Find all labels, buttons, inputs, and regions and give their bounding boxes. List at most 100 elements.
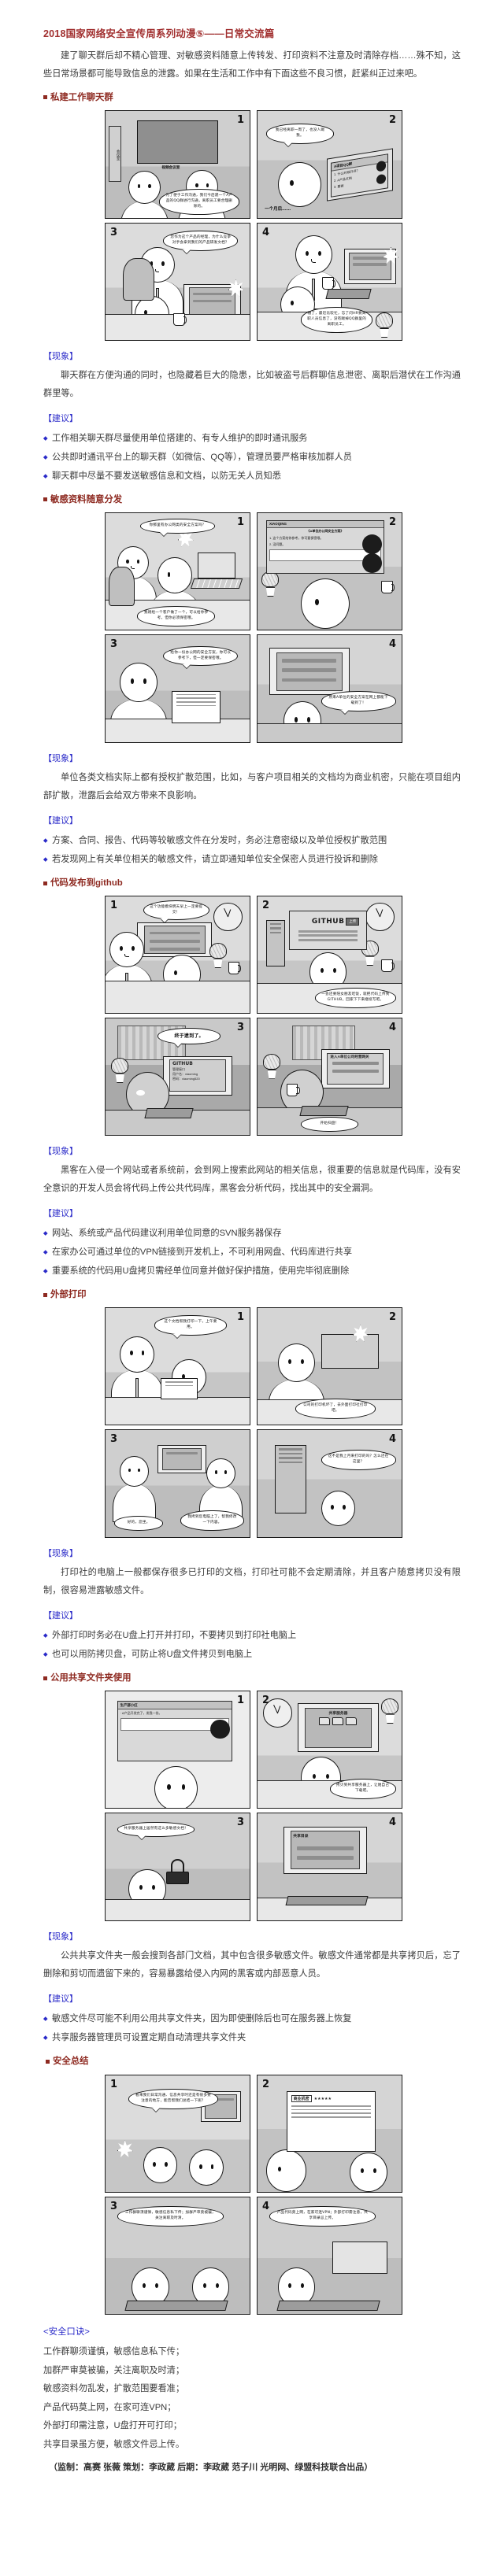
screen-line: 用户名：xiaoming [172,1072,198,1077]
room-label: 会议室 [108,125,122,182]
speech-bubble: 好的，您坐。 [113,1516,164,1532]
chat-window-title: 生产部小红 [117,1702,232,1710]
clock-icon [365,902,395,932]
mug [228,962,242,975]
advice-item: 网站、系统或产品代码建议利用单位同意的SVN服务器保存 [43,1224,461,1243]
keyboard [276,2301,380,2312]
speech-bubble: 你那里有办公网类的安全方案吗？ [139,519,216,534]
plant [263,1053,281,1079]
comic-panel: 原来A单位的安全方案在网上都能下载到了！ 4 [257,634,402,744]
figure-head [277,2267,316,2307]
advice-item: 公共即时通讯平台上的聊天群（如微信、QQ等），管理员要严格审核加群人员 [43,448,461,467]
chat-window: 生产部小红 · A产品开发完了，发我一份。 [117,1701,233,1762]
narration-caption: 一个月后…… [265,206,291,212]
section-heading-label: 公用共享文件夹使用 [50,1673,132,1683]
panel-number: 4 [388,1433,396,1446]
mnemonic-line: 产品代码莫上网，在家可连VPN； [43,2402,176,2412]
credit-line: （监制：高赛 张薇 策划：李政葳 后期：李政葳 范子川 光明网、绿盟科技联合出品… [49,2463,373,2473]
phenomenon-label: 【现象】 [43,351,78,361]
panel-number: 1 [110,2078,118,2090]
figure-head [120,1336,155,1373]
square-bullet-icon [43,95,47,100]
speech-bubble: 公司的打印机坏了，去外面打印社打印吧。 [295,1399,376,1419]
speech-bubble: 开始扫盘！ [300,1116,359,1132]
figure [154,1766,198,1809]
contact-avatar-icon [376,160,387,172]
monitor-screen: 共享服务器 [305,1708,372,1748]
chat-window: XIAOQING 《A单位办公网安全方案》 1. 这个方案给你参考，你可要保密哦… [265,519,385,575]
upload-button[interactable]: 上传 [346,917,360,926]
panel-number: 4 [388,638,396,651]
screen-caption: 视频会议室 [161,166,180,171]
document-sheet [160,1378,198,1399]
comic-strip-2: 你那里有办公网类的安全方案吗？ 我刚给一个客户做了一个，可以给你参考，但你必须保… [105,512,402,744]
document-sheet [172,690,221,723]
screen-title: 进入A单位公司经营网关 [330,1054,369,1059]
comic-panel: 共享服务器 拷贝到共享服务器上，让她自己下载吧。 2 [257,1691,402,1809]
code-lines [298,928,358,943]
phenomenon-label: 【现象】 [43,754,78,764]
mug [173,312,187,327]
square-bullet-icon [43,881,47,885]
comic-panel: 糟了，最近比较忙，忘了问HR要离职人员信息了，没有踢掉QQ群里的离职员工。 4 [257,222,402,341]
phenomenon-text: 公共共享文件夹一般会搜到各部门文档，其中包含很多敏感文件。敏感文件通常都是共享拷… [43,1951,461,1979]
comic-panel: 终于逮到了。 GITHUB 管理接口 用户名：xiaoming 密码：xiaom… [105,1018,250,1136]
monitor [343,249,396,284]
comic-panel: 我已经离职一周了，也没人踢我。 A项目QQ群 1. 什么时候开评？ 2. A产品… [257,109,402,219]
clock-icon [213,902,243,932]
desk [258,723,402,743]
figure-head [206,1458,235,1489]
section-heading-3: 代码发布到github [43,876,504,890]
monitor: GITHUB 管理接口 用户名：xiaoming 密码：xiaoming520 [163,1055,233,1096]
comic-panel: 共享目录 4 [257,1813,402,1922]
comic-panel: 进入A单位公司经营网关 开始扫盘！ 4 [257,1018,402,1136]
comic-panel: 会议室 视频会议室 为了便于工作沟通，我们今后建一个A产品的QQ群进行沟通，离职… [105,109,250,219]
square-bullet-icon [43,1292,47,1297]
panel-number: 2 [262,900,270,912]
section-heading-label: 敏感资料随意分发 [50,494,123,504]
mug [322,276,335,290]
chair [108,567,135,607]
panel-number: 2 [262,1695,270,1707]
comic-strip-4: 这个文档帮我打印一下，上午要用。 1 公司的打印机坏了，去外面打印社打印吧。 [105,1307,402,1539]
figure-head [109,931,145,968]
github-logo-text: GITHUB [172,1061,193,1067]
figure-head [300,578,350,630]
comic-panel: 好的，您坐。 我拷到您电脑上了，帮我修改一下内容。 3 [105,1429,250,1539]
comic-panel: 你那里有办公网类的安全方案吗？ 我刚给一个客户做了一个，可以给你参考，但你必须保… [105,512,250,631]
plant [381,1698,399,1724]
section-heading-1: 私建工作聊天群 [43,91,504,105]
starburst-icon [383,247,398,264]
confidential-badge: 商业机密 [291,2095,312,2103]
pc-tower [265,919,285,966]
figure-head [277,1343,316,1383]
advice-item: 工作相关聊天群尽量使用单位搭建的、有专人维护的即时通讯服务 [43,429,461,448]
comic-panel: 共享服务器上居然有这么多敏感文档！ 3 [105,1813,250,1922]
section-heading-4: 外部打印 [43,1288,504,1302]
contact-avatar-icon [361,553,383,574]
monitor-screen: 进入A单位公司经营网关 [327,1052,384,1085]
keyboard [144,1108,194,1119]
comic-panel: 您作为这个产品的经理，为什么竞争对手会拿到我们的产品研发文档？ 3 [105,222,250,341]
comic-strip-6: 看来我们日常沟通、信息共享时还是有很多要注意的地方，能否帮我们总结一下呢？ 1 … [105,2074,402,2315]
panel-number: 1 [236,516,244,529]
speech-bubble: 这不是我上月来打印的吗？怎么还在这里？ [321,1449,396,1470]
figure [321,1490,356,1527]
starburst-icon [353,1325,369,1342]
speech-bubble: 我刚给一个客户做了一个，可以给你参考，但你必须保密哦。 [137,605,216,626]
article-lede: 建了聊天群后却不精心管理、对敏感资料随意上传转发、打印资料不注意及时清除存档……… [43,50,461,79]
github-window: GITHUB 上传 [289,910,368,951]
speech-bubble: 为了便于工作沟通，我们今后建一个A产品的QQ群进行沟通，离职员工要合理删除的。 [158,189,240,215]
document-sheet: 商业机密 ★★★★★ [286,2091,376,2153]
plant [111,1058,129,1084]
comic-panel: XIAOQING 《A单位办公网安全方案》 1. 这个方案给你参考，你可要保密哦… [257,512,402,631]
advice-label: 【建议】 [43,413,78,423]
phenomenon-text: 单位各类文档实际上都有授权扩散范围，比如，与客户项目相关的文档均为商业机密，只能… [43,772,461,800]
screen-line: 密码：xiaoming520 [172,1077,200,1081]
phenomenon-text: 聊天群在方便沟通的同时，也隐藏着巨大的隐患，比如被盗号后群聊信息泄密、离职后潜伏… [43,370,461,398]
panel-number: 3 [110,2200,118,2212]
clock-icon [263,1698,292,1728]
comic-strip-3: 这个功能模块明天早上一定要提交！ 1 GITHUB [105,896,402,1136]
phenomenon-label: 【现象】 [43,1932,78,1942]
chat-message: 2. 没问题。 [269,542,286,547]
